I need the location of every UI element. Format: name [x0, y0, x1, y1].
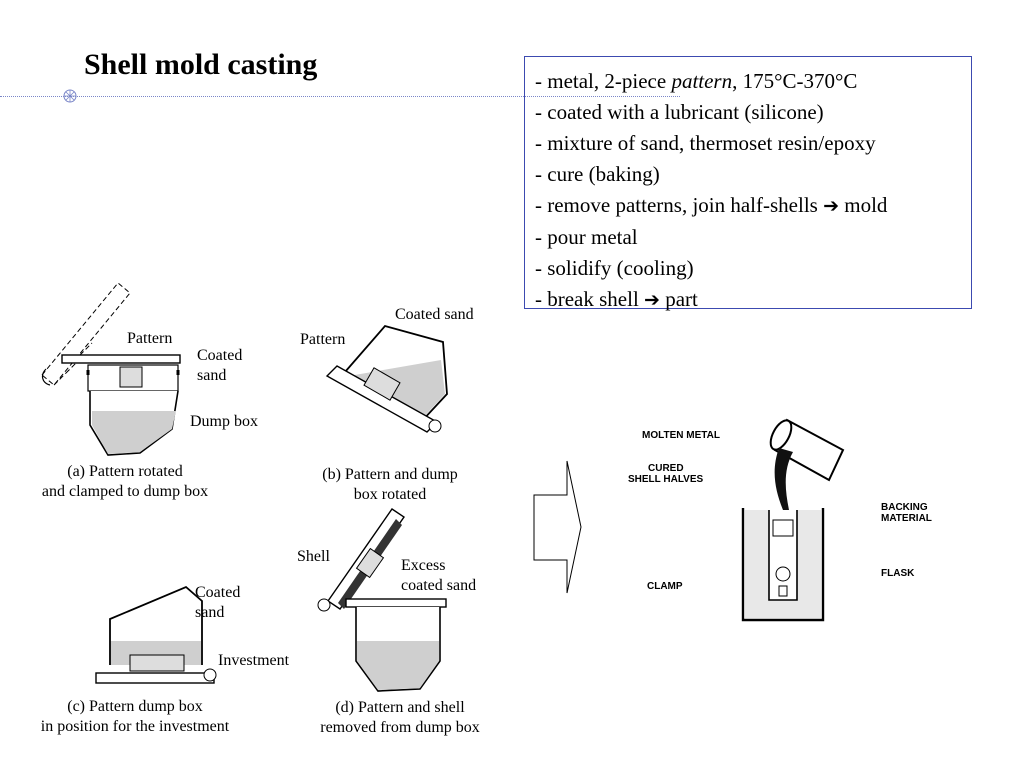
figure-d-excess-label: Excess — [401, 557, 446, 574]
figure-a-caption: (a) Pattern rotated and clamped to dump … — [41, 463, 209, 500]
flask-label: FLASK — [881, 568, 915, 579]
figure-a-drawing — [41, 282, 181, 456]
figure-d-coated-sand-label: coated sand — [401, 577, 477, 594]
figure-c-sand-label: sand — [195, 604, 225, 621]
figure-d-drawing — [317, 508, 447, 692]
figure-b-pattern-label: Pattern — [300, 331, 346, 348]
figure-c-caption: (c) Pattern dump box in position for the… — [40, 698, 230, 735]
arrow-right-icon: ➔ — [823, 195, 840, 217]
step-pour: - pour metal — [535, 225, 638, 249]
figure-b-drawing — [325, 324, 448, 433]
step-cure: - cure (baking) — [535, 162, 660, 186]
right-arrow-icon — [533, 460, 582, 594]
step-break-shell: - break shell ➔ part — [535, 287, 698, 311]
figure-d-shell-label: Shell — [297, 548, 330, 565]
figure-b-caption: (b) Pattern and dump box rotated — [322, 466, 458, 503]
step-mixture: - mixture of sand, thermoset resin/epoxy — [535, 131, 876, 155]
molten-metal-label: MOLTEN METAL — [642, 430, 720, 441]
bullet-ornament-icon — [63, 89, 77, 103]
figure-a-dump-box-label: Dump box — [190, 413, 258, 430]
title-divider — [0, 96, 680, 97]
figure-a-sand-label: sand — [197, 367, 227, 384]
shell-halves-label: SHELL HALVES — [628, 474, 704, 485]
step-remove-patterns: - remove patterns, join half-shells ➔ mo… — [535, 193, 888, 217]
figure-a-coated-label: Coated — [197, 347, 243, 364]
step-solidify: - solidify (cooling) — [535, 256, 694, 280]
pour-figure-drawing — [741, 418, 845, 622]
figure-b-coated-sand-label: Coated sand — [395, 306, 474, 323]
figure-a-pattern-label: Pattern — [127, 330, 173, 347]
figure-d-caption: (d) Pattern and shell removed from dump … — [320, 699, 480, 736]
clamp-label: CLAMP — [647, 581, 683, 592]
slide-title: Shell mold casting — [84, 48, 318, 81]
step-lubricant: - coated with a lubricant (silicone) — [535, 100, 824, 124]
process-steps-box: - metal, 2-piece pattern, 175°C-370°C - … — [524, 56, 972, 311]
figure-c-coated-label: Coated — [195, 584, 241, 601]
figure-c-investment-label: Investment — [218, 652, 290, 669]
step-pattern: - metal, 2-piece pattern, 175°C-370°C — [535, 69, 858, 93]
figure-c-drawing — [95, 585, 217, 684]
material-label: MATERIAL — [881, 513, 932, 524]
backing-label: BACKING — [881, 502, 928, 513]
cured-label: CURED — [648, 463, 684, 474]
arrow-right-icon: ➔ — [644, 289, 660, 311]
